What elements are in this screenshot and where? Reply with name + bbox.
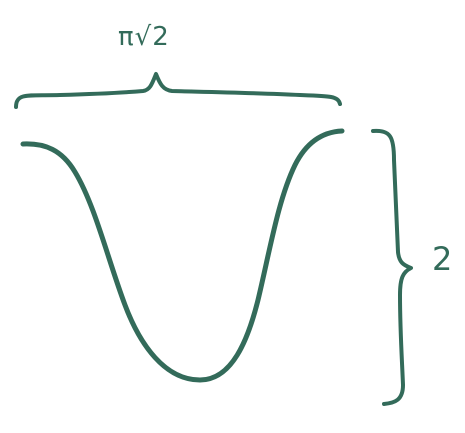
height-brace xyxy=(371,128,413,406)
width-label: π√2 xyxy=(118,22,170,52)
width-brace xyxy=(14,72,342,109)
curve xyxy=(20,128,345,383)
height-label: 2 xyxy=(432,240,453,278)
